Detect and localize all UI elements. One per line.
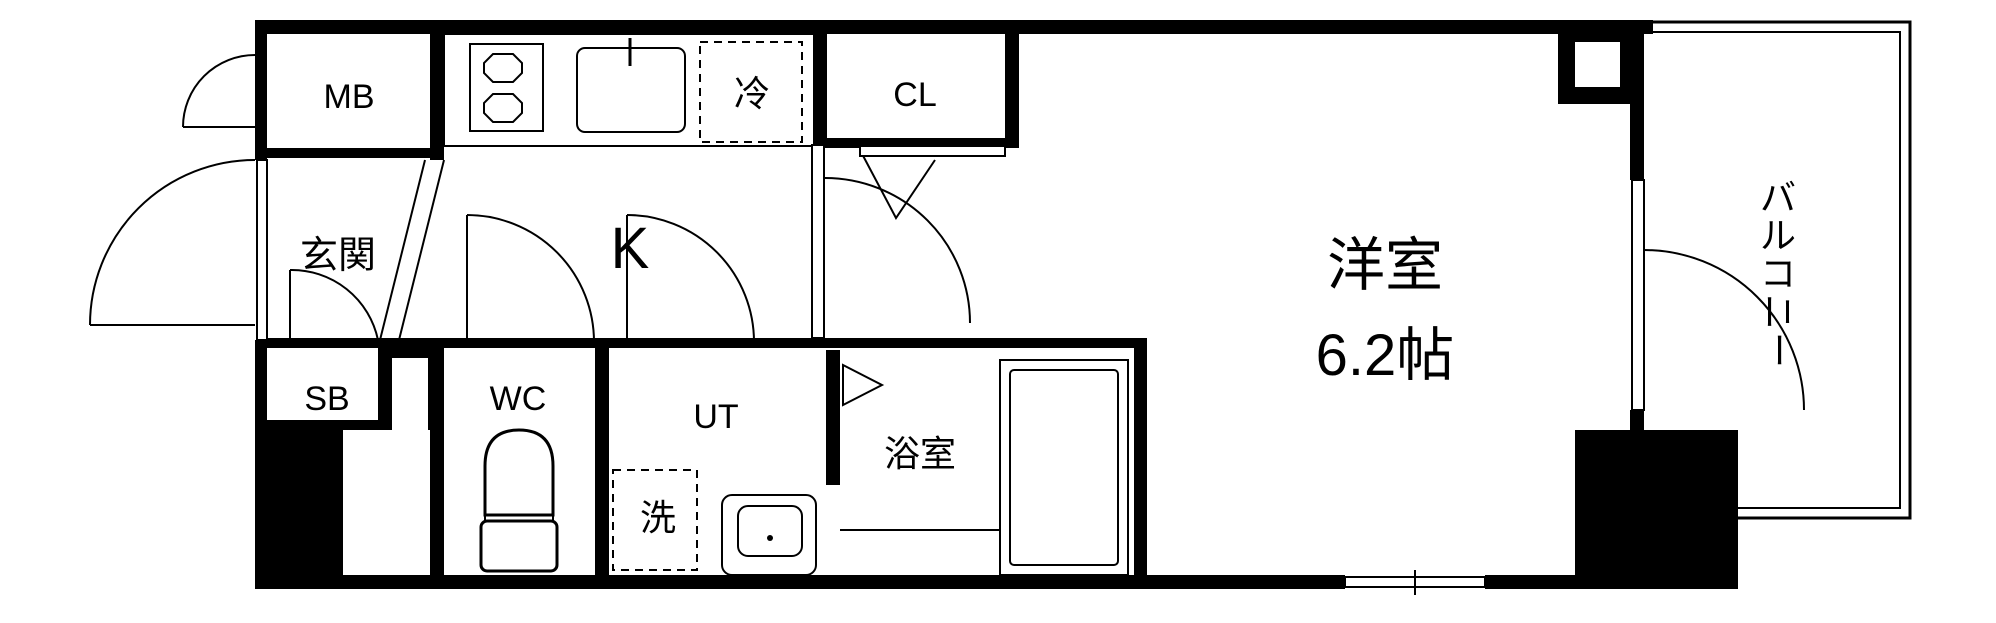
column-right (1575, 430, 1738, 589)
bathtub-inner (1009, 369, 1119, 566)
wall-wc-right (595, 348, 609, 589)
wall-cl-bottom (815, 138, 1018, 148)
balcony-char-2: コ (1760, 253, 1796, 294)
room-label-bath: 浴室 (884, 433, 956, 474)
outer-wall-bottom-left (255, 575, 1345, 589)
wall-sb-bottom (267, 420, 378, 430)
room-label-fridge: 冷 (734, 73, 770, 114)
wall-mb-right (430, 20, 444, 160)
outer-wall-left-top (255, 20, 267, 160)
wall-middle (267, 338, 1147, 348)
wall-ut-right (826, 350, 840, 485)
entrance-inner-door (289, 268, 379, 341)
wall-mb-bottom (255, 148, 444, 158)
ut-door-swing (626, 214, 755, 343)
balcony-door-swing (1643, 249, 1805, 411)
outer-wall-right-bottom (1630, 410, 1644, 430)
wash-basin (721, 494, 817, 576)
wall-cl-right (1005, 20, 1019, 148)
column-left (255, 430, 343, 589)
cl-door-swing (824, 177, 971, 324)
balcony-char-3: ニ (1758, 294, 1799, 330)
room-label-entrance: 玄関 (300, 235, 376, 277)
room-label-kitchen: K (611, 216, 650, 281)
wall-wc-left (430, 348, 444, 589)
balcony-inner-outline (1652, 31, 1901, 509)
room-size-western: 6.2帖 (1316, 323, 1455, 388)
cl-door-hinge (859, 149, 936, 220)
balcony-char-0: バ (1760, 177, 1796, 218)
bath-door-arrow (842, 363, 885, 407)
cl-opening (859, 145, 1006, 157)
balcony-outline (1652, 20, 1912, 520)
room-label-wc: WC (490, 380, 547, 418)
room-label-mb: MB (324, 78, 375, 116)
western-window (1631, 179, 1645, 411)
wall-bath-right (1134, 338, 1147, 589)
wc-door-swing (466, 214, 595, 343)
balcony-char-1: ル (1760, 215, 1796, 256)
entrance-frame (256, 159, 268, 341)
fridge-space (699, 41, 803, 143)
basin-drain (767, 535, 773, 541)
partition-diag-2 (398, 159, 445, 341)
wash-basin-bowl (737, 505, 803, 557)
wall-sb2 (392, 348, 436, 358)
outer-wall-top (255, 20, 1653, 34)
washer-space (612, 469, 698, 571)
room-label-washer: 洗 (640, 497, 676, 538)
toilet-tank (479, 519, 559, 573)
toilet-bowl (483, 428, 555, 517)
room-label-western: 洋室 (1327, 233, 1443, 298)
balcony-char-4: ー (1758, 332, 1799, 368)
outer-wall-right-top (1630, 20, 1644, 180)
room-label-cl: CL (893, 76, 936, 114)
stove-burner-bottom (483, 93, 523, 123)
stove-burner-top (483, 53, 523, 83)
stove (469, 43, 544, 132)
entrance-door-swing (89, 159, 256, 326)
pipe-shaft-inner (1575, 42, 1620, 87)
mb-door-swing (182, 54, 256, 128)
room-label-sb: SB (304, 380, 349, 418)
partition-diag-1 (379, 159, 426, 341)
room-label-ut: UT (693, 398, 738, 436)
wall-kitchen-right (815, 20, 827, 145)
wall-sb-right (378, 348, 392, 430)
bathtub-outer (999, 359, 1129, 576)
kitchen-counter (443, 33, 815, 147)
kitchen-right-wall-thin (811, 144, 825, 339)
